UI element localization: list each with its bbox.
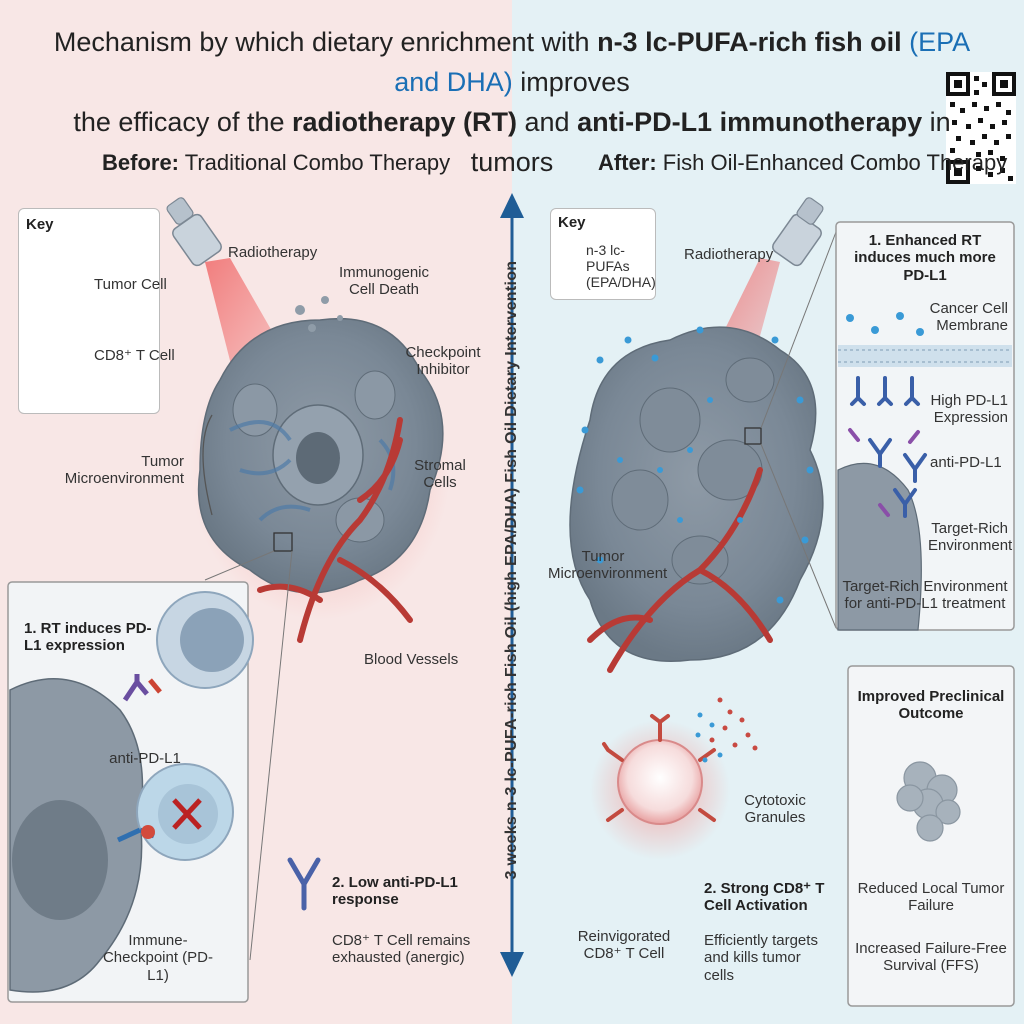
left-icd-label: Immunogenic Cell Death [338, 264, 430, 299]
right-radiotherapy-label: Radiotherapy [684, 246, 774, 263]
right-outcome-title: Improved Preclinical Outcome [857, 688, 1005, 723]
right-cytotoxic-label: Cytotoxic Granules [744, 792, 806, 827]
right-heading-bold: After: [598, 150, 657, 175]
left-step2-title: 2. Low anti-PD-L1 response [332, 874, 458, 909]
left-radiotherapy-label: Radiotherapy [228, 244, 318, 261]
right-tme-label: Tumor Microenvironment [548, 548, 668, 583]
left-inset [7, 581, 254, 1003]
left-key-title: Key [26, 216, 54, 233]
right-outcome-1: Reduced Local Tumor Failure [857, 880, 1005, 915]
qr-code [946, 72, 1016, 184]
right-step2-title: 2. Strong CD8⁺ T Cell Activation [704, 880, 825, 915]
right-target-rich-full: Target-Rich Environment for anti-PD-L1 t… [842, 578, 1008, 613]
title-line2-d: and [517, 107, 578, 137]
left-blood-vessels-label: Blood Vessels [364, 651, 459, 668]
title-line1-c: (EPA and DHA) [394, 27, 971, 97]
left-key-tcell: CD8⁺ T Cell [94, 347, 175, 364]
right-inset [835, 221, 1015, 631]
title-line2-e: anti-PD-L1 immunotherapy [577, 107, 923, 137]
right-key-box [550, 208, 656, 300]
left-antibody-icon [287, 857, 321, 911]
left-immune-checkpoint-label: Immune-Checkpoint (PD-L1) [102, 932, 214, 984]
right-heading-rest: Fish Oil-Enhanced Combo Therapy [656, 150, 1008, 175]
right-panel-heading: After: Fish Oil-Enhanced Combo Therapy [598, 150, 1007, 175]
left-key-box [18, 208, 160, 414]
divider-text: 3 weeks n-3 lc-PUFA-rich Fish Oil (high … [502, 260, 520, 880]
left-tme-label: Tumor Microenvironment [64, 453, 184, 488]
right-high-pdl1-label: High PD-L1 Expression [930, 392, 1008, 427]
right-target-rich-label: Target-Rich Environment [928, 520, 1013, 555]
right-key-pufa: n-3 lc-PUFAs (EPA/DHA) [586, 242, 656, 291]
title-line2-f: in tumors [470, 107, 951, 177]
right-membrane-label: Cancer Cell Membrane [929, 300, 1008, 335]
title-line2-b: radiotherapy [291, 107, 456, 137]
right-anti-pdl1-label: anti-PD-L1 [930, 454, 1002, 471]
right-outcome-2: Increased Failure-Free Survival (FFS) [855, 940, 1007, 975]
left-step2-desc: CD8⁺ T Cell remains exhausted (anergic) [332, 932, 471, 967]
right-outcome-box [847, 665, 1015, 1007]
right-tcell [590, 697, 758, 860]
vertical-divider-arrow [500, 193, 524, 977]
right-tumor-mass [569, 231, 837, 673]
right-step2-desc: Efficiently targets and kills tumor cell… [704, 932, 818, 984]
title-line1-a: Mechanism by which dietary enrichment wi… [53, 27, 598, 57]
title-line1-d: improves [512, 67, 630, 97]
left-key-tumor: Tumor Cell [94, 276, 167, 293]
title-line1-b: n-3 lc-PUFA-rich fish oil [597, 27, 902, 57]
page-title: Mechanism by which dietary enrichment wi… [40, 22, 984, 182]
right-inset-title: 1. Enhanced RT induces much more PD-L1 [854, 232, 996, 284]
left-stromal-label: Stromal Cells [414, 457, 466, 492]
right-reinvigorated-label: Reinvigorated CD8⁺ T Cell [577, 928, 671, 963]
left-panel-heading: Before: Traditional Combo Therapy [102, 150, 450, 175]
left-checkpoint-inhibitor-label: Checkpoint Inhibitor [405, 344, 481, 379]
right-key-title: Key [558, 214, 586, 231]
left-step1: 1. RT induces PD-L1 expression [24, 620, 152, 655]
title-line2-c: (RT) [455, 107, 518, 137]
left-heading-bold: Before: [102, 150, 180, 175]
title-line2-a: the efficacy of the [73, 107, 292, 137]
left-anti-pdl1-label: anti-PD-L1 [109, 750, 181, 767]
left-tumor-mass [190, 296, 450, 961]
left-heading-rest: Traditional Combo Therapy [179, 150, 451, 175]
